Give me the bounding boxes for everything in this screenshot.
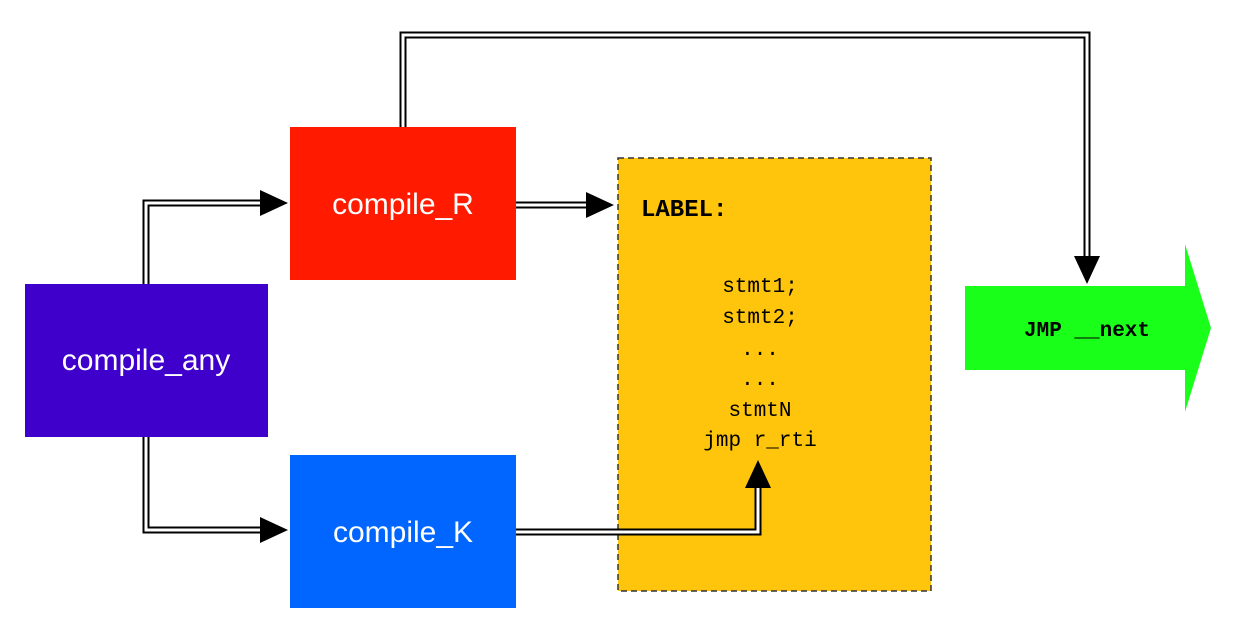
compile-any-node: compile_any [25, 284, 268, 437]
compile-k-node: compile_K [290, 455, 516, 608]
compile-any-box [25, 284, 268, 437]
compile-r-label: compile_R [332, 188, 474, 221]
connector-any-to-k [142, 437, 288, 543]
label-block-line: stmt1; [722, 276, 798, 299]
label-block-line: jmp r_rti [703, 430, 816, 453]
arrowhead [260, 190, 288, 216]
connector-any-to-r [142, 190, 288, 284]
arrowhead [1074, 256, 1100, 284]
jmp-next-node: JMP __next [965, 244, 1211, 412]
label-block-line: stmt2; [722, 307, 798, 330]
compile-k-label: compile_K [333, 516, 473, 549]
compile-k-box [290, 455, 516, 608]
label-block-line: ... [741, 339, 779, 362]
jmp-next-label: JMP __next [1024, 320, 1150, 343]
compile-r-node: compile_R [290, 127, 516, 280]
label-block-line: stmtN [728, 400, 791, 423]
connector-k-to-rti [516, 460, 771, 536]
arrowhead [260, 517, 288, 543]
compile-r-box [290, 127, 516, 280]
jmp-next-arrow-shape [965, 244, 1211, 412]
connector-r-to-jmp [399, 31, 1100, 284]
label-block-heading: LABEL: [641, 197, 727, 224]
label-block-box [617, 157, 932, 592]
arrowhead [745, 460, 771, 488]
connector-r-to-label [516, 192, 614, 218]
label-block-node: LABEL: stmt1; stmt2; ... ... stmtN jmp r… [617, 157, 932, 592]
compile-any-label: compile_any [62, 344, 230, 377]
label-block-line: ... [741, 369, 779, 392]
arrowhead [586, 192, 614, 218]
